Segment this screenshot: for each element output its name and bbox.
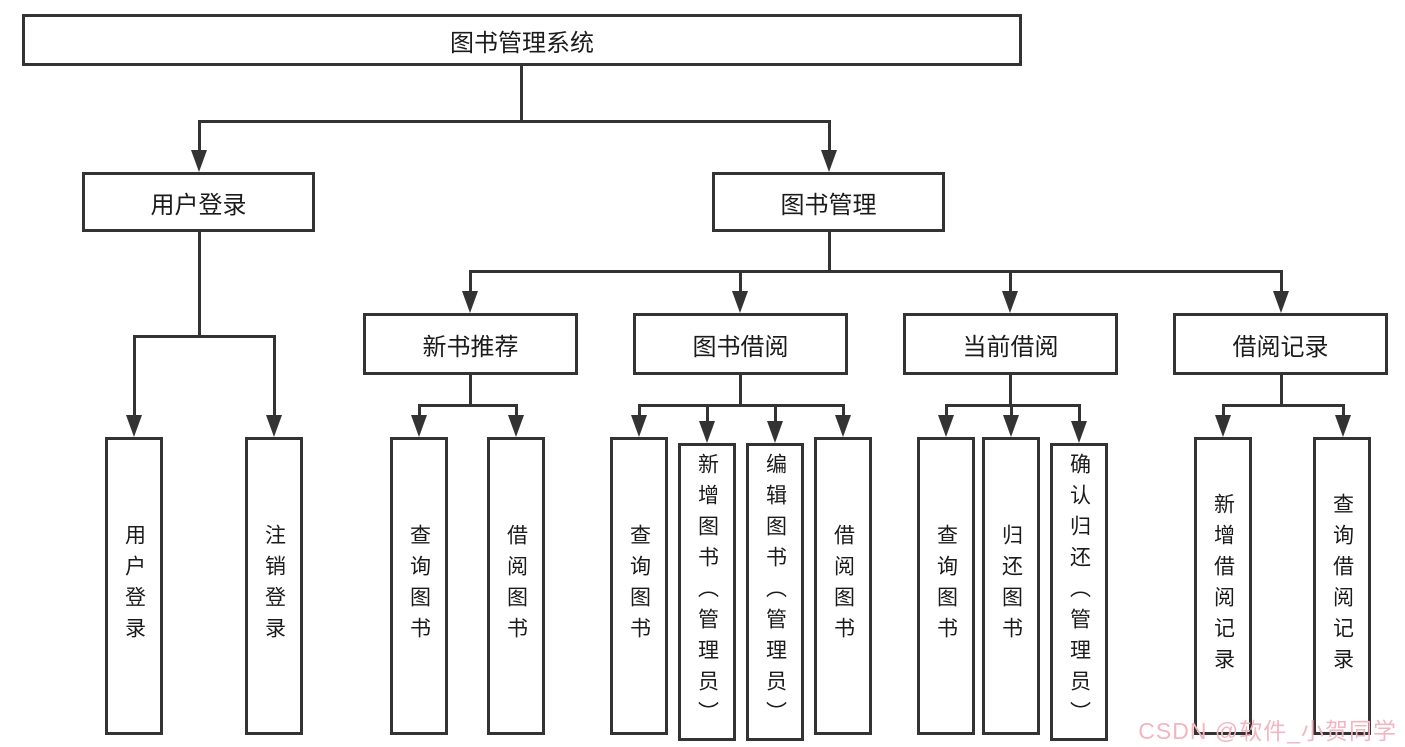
edge-level1-rail — [198, 120, 831, 123]
edge-drop-leaf-logout — [273, 335, 276, 417]
edge-drop-br-query — [1342, 404, 1345, 417]
arrow-to-br-query — [1335, 415, 1351, 437]
arrow-to-book-mgmt — [821, 150, 837, 172]
edge-borrow-record-stem — [1280, 375, 1283, 407]
arrow-to-bb-borrow — [835, 415, 851, 437]
leaf-br-add-record: 新增借阅记录 — [1194, 437, 1252, 735]
leaf-cb-confirm-return-admin: 确认归还（管理员） — [1050, 443, 1108, 741]
arrow-to-cb-confirm — [1071, 421, 1087, 443]
leaf-cb-return-book-label: 归还图书 — [999, 524, 1023, 648]
node-borrow-record-label: 借阅记录 — [1232, 333, 1329, 361]
node-book-management: 图书管理 — [712, 172, 945, 232]
edge-drop-user-login — [198, 120, 201, 152]
leaf-cb-return-book: 归还图书 — [982, 437, 1040, 735]
leaf-user-login: 用户登录 — [105, 437, 163, 735]
edge-new-book-rail — [418, 404, 518, 407]
edge-drop-current-borrow — [1009, 270, 1012, 293]
leaf-logout: 注销登录 — [245, 437, 303, 735]
node-current-borrow: 当前借阅 — [903, 313, 1118, 375]
leaf-cb-confirm-return-admin-label: 确认归还（管理员） — [1067, 452, 1091, 732]
edge-current-borrow-stem — [1009, 375, 1012, 407]
leaf-nb-query-book: 查询图书 — [390, 437, 448, 735]
leaf-bb-borrow-book-label: 借阅图书 — [831, 524, 855, 648]
edge-drop-borrow-record — [1280, 270, 1283, 293]
node-book-management-label: 图书管理 — [780, 191, 877, 219]
edge-drop-new-book — [469, 270, 472, 293]
leaf-cb-query-book-label: 查询图书 — [934, 524, 958, 648]
arrow-to-book-borrow — [732, 291, 748, 313]
node-current-borrow-label: 当前借阅 — [962, 333, 1059, 361]
edge-drop-bb-borrow — [842, 404, 845, 417]
node-new-book-recommend: 新书推荐 — [363, 313, 578, 375]
leaf-nb-query-book-label: 查询图书 — [407, 524, 431, 648]
leaf-br-query-record: 查询借阅记录 — [1313, 437, 1371, 735]
edge-book-mgmt-stem — [828, 232, 831, 273]
edge-drop-cb-query — [945, 404, 948, 417]
edge-current-borrow-rail — [945, 404, 1081, 407]
leaf-logout-label: 注销登录 — [262, 524, 286, 648]
arrow-to-cb-return — [1003, 415, 1019, 437]
arrow-to-nb-borrow — [508, 415, 524, 437]
csdn-watermark: CSDN @软件_小贺同学 — [1138, 718, 1397, 744]
leaf-cb-query-book: 查询图书 — [917, 437, 975, 735]
edge-drop-cb-confirm — [1078, 404, 1081, 423]
leaf-bb-add-book-admin: 新增图书（管理员） — [678, 443, 736, 741]
edge-user-login-rail — [133, 335, 276, 338]
edge-drop-book-borrow — [739, 270, 742, 293]
leaf-br-add-record-label: 新增借阅记录 — [1211, 493, 1235, 679]
node-book-borrow: 图书借阅 — [633, 313, 848, 375]
edge-drop-nb-borrow — [515, 404, 518, 417]
node-book-borrow-label: 图书借阅 — [692, 333, 789, 361]
arrow-to-bb-query — [631, 415, 647, 437]
arrow-to-borrow-record — [1273, 291, 1289, 313]
node-borrow-record: 借阅记录 — [1173, 313, 1388, 375]
edge-drop-br-add — [1222, 404, 1225, 417]
arrow-to-user-login — [191, 150, 207, 172]
edge-book-borrow-stem — [739, 375, 742, 407]
leaf-nb-borrow-book-label: 借阅图书 — [504, 524, 528, 648]
edge-user-login-stem — [198, 232, 201, 338]
node-new-book-recommend-label: 新书推荐 — [422, 333, 519, 361]
leaf-nb-borrow-book: 借阅图书 — [487, 437, 545, 735]
arrow-to-cb-query — [938, 415, 954, 437]
arrow-to-bb-edit — [767, 421, 783, 443]
edge-drop-bb-query — [638, 404, 641, 417]
leaf-bb-add-book-admin-label: 新增图书（管理员） — [695, 452, 719, 732]
edge-new-book-stem — [469, 375, 472, 407]
node-system-root-label: 图书管理系统 — [450, 29, 594, 57]
arrow-to-leaf-login — [126, 415, 142, 437]
edge-drop-cb-return — [1010, 404, 1013, 417]
edge-root-stem — [520, 66, 523, 122]
edge-drop-nb-query — [418, 404, 421, 417]
leaf-bb-query-book-label: 查询图书 — [627, 524, 651, 648]
edge-drop-book-mgmt — [828, 120, 831, 152]
edge-book-borrow-rail — [638, 404, 845, 407]
arrow-to-br-add — [1215, 415, 1231, 437]
edge-borrow-record-rail — [1222, 404, 1345, 407]
leaf-bb-edit-book-admin-label: 编辑图书（管理员） — [763, 452, 787, 732]
edge-drop-bb-edit — [774, 404, 777, 423]
arrow-to-new-book — [462, 291, 478, 313]
node-system-root: 图书管理系统 — [22, 14, 1022, 66]
arrow-to-current-borrow — [1002, 291, 1018, 313]
arrow-to-nb-query — [411, 415, 427, 437]
arrow-to-bb-add — [699, 421, 715, 443]
arrow-to-leaf-logout — [266, 415, 282, 437]
leaf-bb-query-book: 查询图书 — [610, 437, 668, 735]
edge-drop-bb-add — [706, 404, 709, 423]
leaf-user-login-label: 用户登录 — [122, 524, 146, 648]
node-user-login-label: 用户登录 — [150, 191, 247, 219]
edge-level2-rail — [469, 270, 1283, 273]
leaf-bb-borrow-book: 借阅图书 — [814, 437, 872, 735]
leaf-br-query-record-label: 查询借阅记录 — [1330, 493, 1354, 679]
node-user-login: 用户登录 — [82, 172, 315, 232]
edge-drop-leaf-login — [133, 335, 136, 417]
leaf-bb-edit-book-admin: 编辑图书（管理员） — [746, 443, 804, 741]
